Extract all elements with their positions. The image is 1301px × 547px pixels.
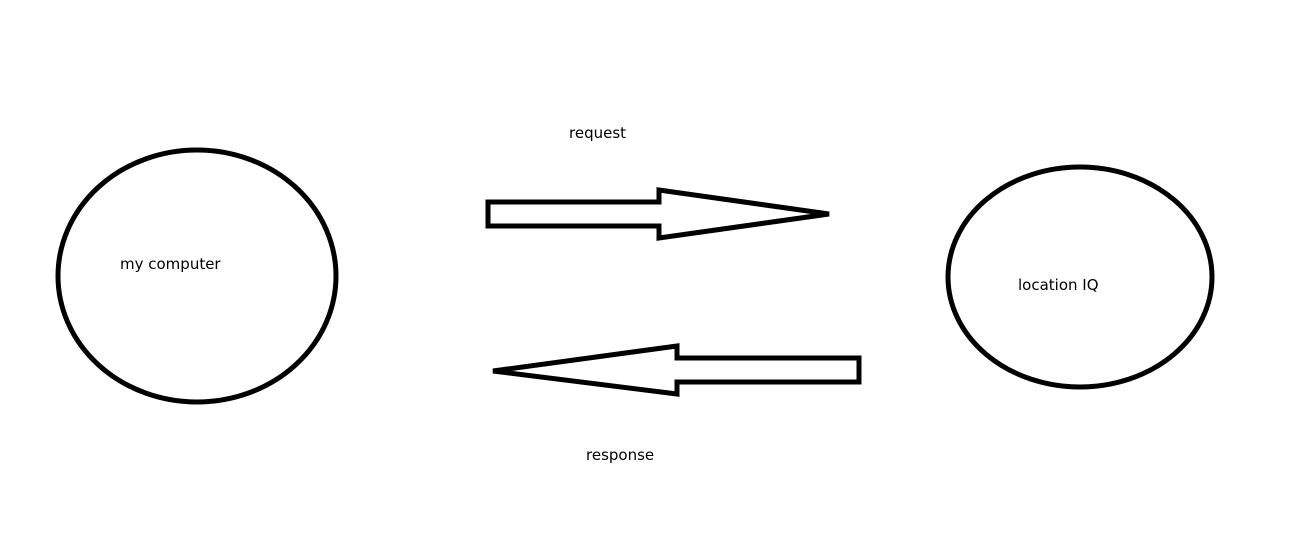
client-node-ellipse [55, 147, 339, 405]
request-arrow [485, 187, 830, 241]
client-node-label: my computer [120, 255, 221, 273]
response-edge-label: response [586, 446, 654, 464]
response-arrow [492, 343, 862, 397]
request-edge-label: request [569, 124, 626, 142]
server-node-ellipse [945, 164, 1215, 390]
server-node-label: location IQ [1018, 276, 1099, 294]
